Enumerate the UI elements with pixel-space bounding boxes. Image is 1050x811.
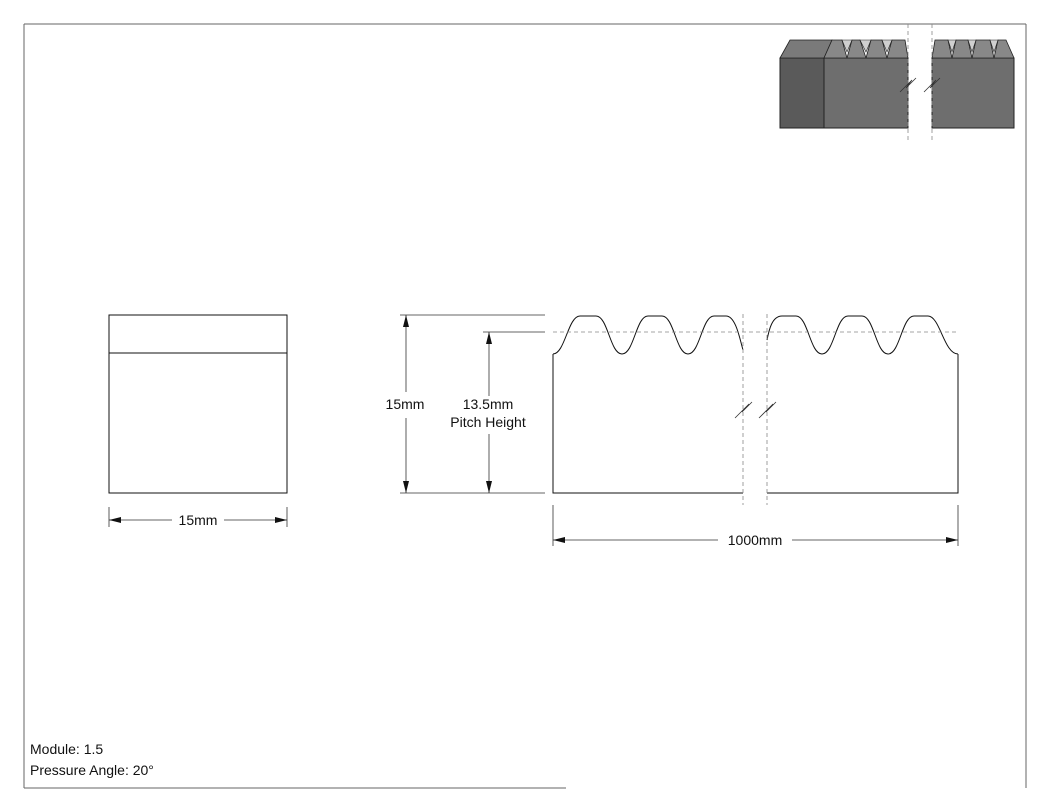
front-height-label: 15mm [386,396,425,412]
side-width-label: 15mm [179,512,218,528]
length-label: 1000mm [728,532,782,548]
pitch-height-caption: Pitch Height [450,414,526,430]
module-note: Module: 1.5 [30,741,103,757]
front-view [400,314,959,546]
isometric-preview [779,24,1015,140]
pitch-height-value: 13.5mm [463,396,514,412]
side-view [108,314,288,527]
pressure-angle-note: Pressure Angle: 20° [30,762,154,778]
sheet-frame [23,23,1027,789]
